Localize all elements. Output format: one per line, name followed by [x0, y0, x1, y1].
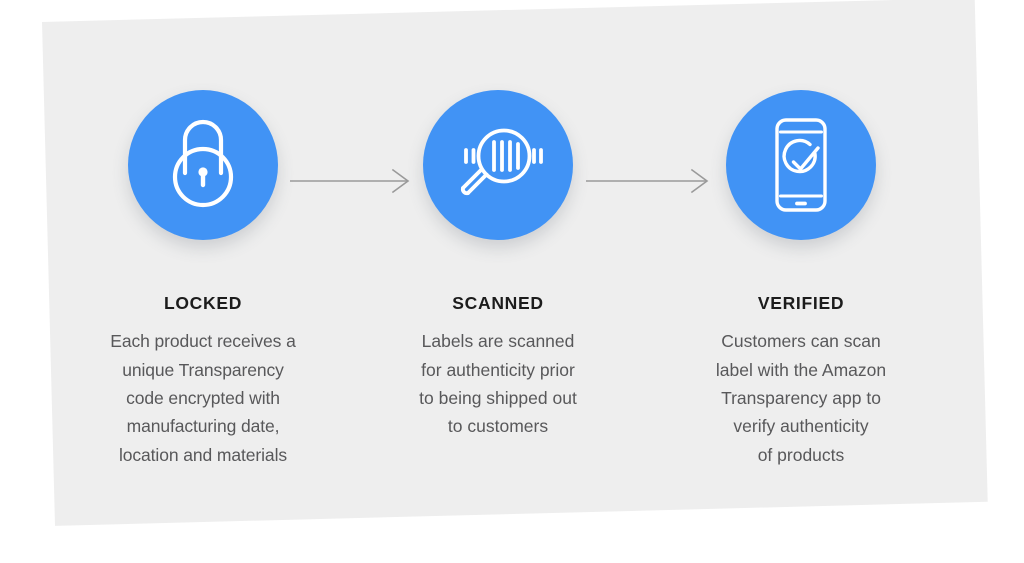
- step-verified-circle: [726, 90, 876, 240]
- padlock-icon: [161, 119, 245, 211]
- step-locked-body: Each product receives a unique Transpare…: [110, 331, 296, 465]
- step-locked-circle: [128, 90, 278, 240]
- step-scanned-heading: SCANNED: [452, 293, 544, 313]
- step-scanned-circle: [423, 90, 573, 240]
- step-locked-icon-wrap: [128, 90, 278, 240]
- step-scanned: SCANNED Labels are scanned for authentic…: [358, 90, 638, 441]
- arrow-scanned-to-verified: [586, 168, 712, 194]
- step-verified-body: Customers can scan label with the Amazon…: [715, 331, 887, 465]
- phone-check-icon: [768, 116, 834, 214]
- step-locked: LOCKED Each product receives a unique Tr…: [63, 90, 343, 469]
- step-verified-icon-wrap: [726, 90, 876, 240]
- step-scanned-icon-wrap: [423, 90, 573, 240]
- step-scanned-body: Labels are scanned for authenticity prio…: [419, 331, 577, 437]
- arrow-locked-to-scanned: [290, 168, 413, 194]
- step-verified: VERIFIED Customers can scan label with t…: [661, 90, 941, 469]
- barcode-magnifier-icon: [452, 120, 544, 210]
- step-verified-heading: VERIFIED: [757, 293, 845, 313]
- step-locked-heading: LOCKED: [163, 293, 243, 313]
